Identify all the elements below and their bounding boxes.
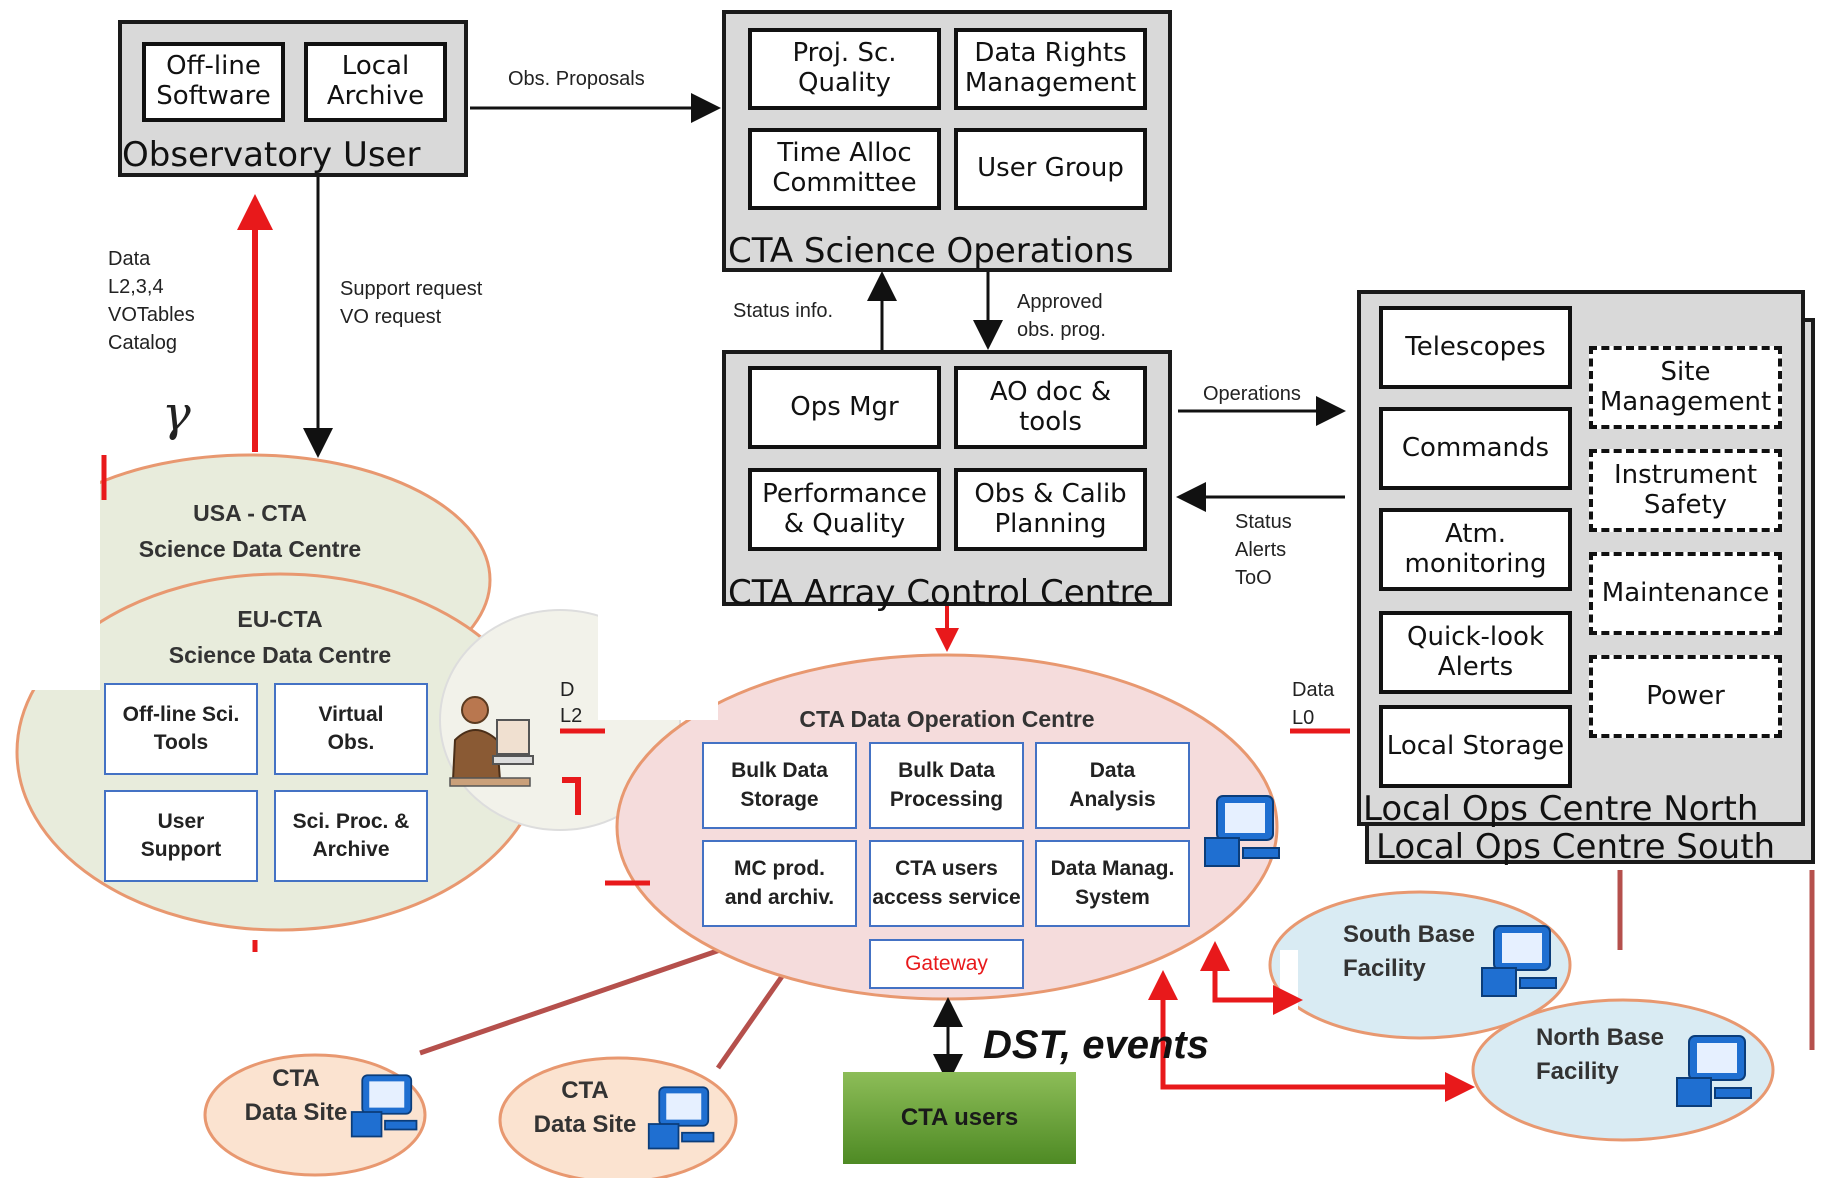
data-site-1-label: CTA Data Site bbox=[244, 1065, 348, 1126]
performance-quality-box: Performance & Quality bbox=[748, 468, 941, 551]
usa-centre-title: USA - CTA Science Data Centre bbox=[138, 500, 362, 562]
gateway-cell: Gateway bbox=[869, 939, 1024, 989]
telescopes-box: Telescopes bbox=[1379, 306, 1572, 389]
mask-south-edge bbox=[1280, 950, 1298, 1040]
connector-data-site-1 bbox=[419, 947, 721, 1056]
partial-d-label: D bbox=[560, 679, 575, 701]
proj-sc-quality-box: Proj. Sc. Quality bbox=[748, 28, 941, 110]
quick-look-alerts-box: Quick-look Alerts bbox=[1379, 611, 1572, 694]
virtual-obs-cell: Virtual Obs. bbox=[274, 683, 428, 775]
partial-l2-label: L2 bbox=[560, 705, 583, 727]
status-info-label: Status info. bbox=[733, 300, 834, 322]
ops-mgr-box: Ops Mgr bbox=[748, 366, 941, 449]
local-ops-south-title: Local Ops Centre South bbox=[1376, 827, 1776, 867]
mc-prod-cell: MC prod. and archiv. bbox=[702, 840, 857, 927]
local-ops-north-title: Local Ops Centre North bbox=[1363, 789, 1759, 829]
operations-label: Operations bbox=[1203, 383, 1301, 405]
array-control-panel: Ops Mgr AO doc & tools Performance & Qua… bbox=[722, 350, 1172, 610]
local-ops-north-panel: Telescopes Commands Atm. monitoring Quic… bbox=[1357, 290, 1805, 826]
time-alloc-box: Time Alloc Committee bbox=[748, 128, 941, 210]
to-north-base-arrow bbox=[1160, 1050, 1475, 1102]
support-request-label: Support request VO request bbox=[340, 278, 483, 328]
data-manag-system-cell: Data Manag. System bbox=[1035, 840, 1190, 927]
connector-data-site-2 bbox=[715, 973, 786, 1070]
mask-middle bbox=[598, 600, 718, 720]
user-group-box: User Group bbox=[954, 128, 1147, 210]
science-operations-title: CTA Science Operations bbox=[728, 231, 1134, 271]
ao-doc-box: AO doc & tools bbox=[954, 366, 1147, 449]
cta-users-box: CTA users bbox=[843, 1072, 1076, 1164]
approved-label: Approved obs. prog. bbox=[1017, 291, 1106, 341]
data-levels-label: Data L2,3,4 VOTables Catalog bbox=[108, 248, 195, 354]
science-operations-panel: Proj. Sc. Quality Data Rights Management… bbox=[722, 10, 1172, 272]
user-support-cell: User Support bbox=[104, 790, 258, 882]
obs-proposals-label: Obs. Proposals bbox=[508, 68, 645, 90]
obs-calib-box: Obs & Calib Planning bbox=[954, 468, 1147, 551]
power-box: Power bbox=[1589, 655, 1782, 738]
computer-icon bbox=[350, 1074, 418, 1138]
site-management-box: Site Management bbox=[1589, 346, 1782, 429]
status-alerts-label: Status Alerts ToO bbox=[1235, 511, 1292, 589]
sci-proc-archive-cell: Sci. Proc. & Archive bbox=[274, 790, 428, 882]
bulk-data-storage-cell: Bulk Data Storage bbox=[702, 742, 857, 829]
instrument-safety-box: Instrument Safety bbox=[1589, 449, 1782, 532]
offline-software-box: Off-line Software bbox=[142, 42, 285, 122]
data-l0-label: Data L0 bbox=[1292, 679, 1335, 729]
computer-icon bbox=[647, 1086, 715, 1150]
dst-events-label: DST, events bbox=[983, 1023, 1209, 1067]
array-control-title: CTA Array Control Centre bbox=[728, 573, 1154, 613]
cta-users-access-cell: CTA users access service bbox=[869, 840, 1024, 927]
gamma-label: γ bbox=[162, 386, 191, 442]
observatory-user-panel: Off-line Software Local Archive Observat… bbox=[118, 20, 468, 177]
observatory-user-title: Observatory User bbox=[122, 135, 421, 175]
red-mark-3 bbox=[562, 777, 581, 815]
eu-centre-title: EU-CTA Science Data Centre bbox=[168, 606, 392, 668]
data-site-2-label: CTA Data Site bbox=[533, 1077, 637, 1138]
offline-sci-tools-cell: Off-line Sci. Tools bbox=[104, 683, 258, 775]
data-analysis-cell: Data Analysis bbox=[1035, 742, 1190, 829]
computer-icon bbox=[1481, 925, 1557, 997]
computer-icon bbox=[1676, 1035, 1752, 1107]
atm-monitoring-box: Atm. monitoring bbox=[1379, 508, 1572, 591]
commands-box: Commands bbox=[1379, 407, 1572, 490]
cta-users-label: CTA users bbox=[900, 1104, 1019, 1131]
maintenance-box: Maintenance bbox=[1589, 552, 1782, 635]
data-op-centre-title: CTA Data Operation Centre bbox=[799, 706, 1095, 732]
local-storage-box: Local Storage bbox=[1379, 705, 1572, 788]
computer-icon bbox=[1204, 795, 1280, 867]
south-base-label: South Base Facility bbox=[1343, 921, 1476, 982]
north-base-label: North Base Facility bbox=[1536, 1024, 1665, 1085]
bulk-data-processing-cell: Bulk Data Processing bbox=[869, 742, 1024, 829]
local-archive-box: Local Archive bbox=[304, 42, 447, 122]
mask-bottom-left bbox=[0, 945, 560, 995]
mask-left bbox=[0, 450, 100, 690]
data-rights-box: Data Rights Management bbox=[954, 28, 1147, 110]
person-at-computer-icon bbox=[449, 696, 534, 787]
